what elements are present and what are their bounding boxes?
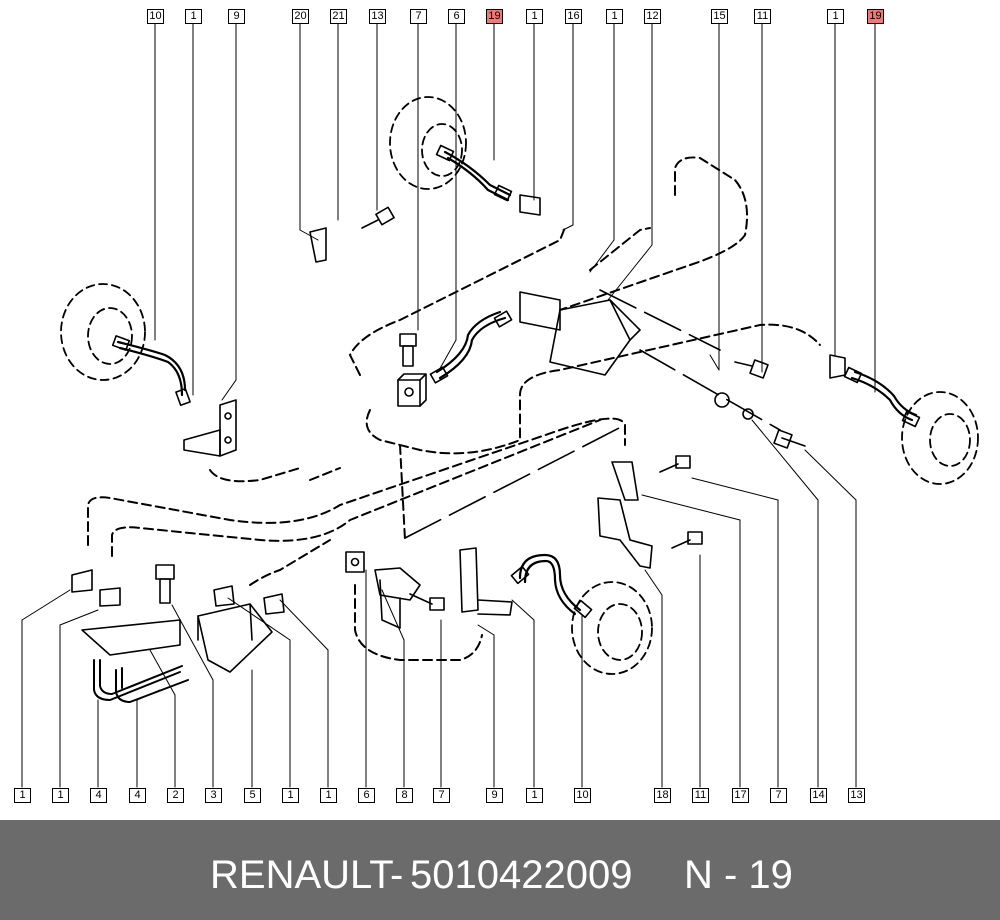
callout-bottom-20: 14 <box>810 788 827 803</box>
callout-top-7: 7 <box>410 9 427 24</box>
callout-top-10: 1 <box>526 9 543 24</box>
fittings <box>111 144 921 619</box>
brake-line-drawing <box>21 23 979 788</box>
callout-top-5: 21 <box>330 9 347 24</box>
callout-top-14: 15 <box>711 9 728 24</box>
brand-name: RENAULT <box>210 853 394 897</box>
callout-top-11: 16 <box>565 9 582 24</box>
callout-top-13: 12 <box>644 9 661 24</box>
part-number: 5010422009 <box>410 853 633 897</box>
callout-top-8: 6 <box>448 9 465 24</box>
position-label: N - 19 <box>684 853 793 897</box>
callout-bottom-6: 3 <box>205 788 222 803</box>
callout-bottom-7: 5 <box>244 788 261 803</box>
callout-bottom-1: 1 <box>14 788 31 803</box>
brackets <box>71 194 846 673</box>
callout-bottom-9: 1 <box>320 788 337 803</box>
callout-bottom-14: 1 <box>526 788 543 803</box>
brand-separator: - <box>390 853 404 897</box>
callout-bottom-21: 13 <box>848 788 865 803</box>
callout-top-17: 19 <box>867 9 884 24</box>
callout-top-15: 11 <box>754 9 771 24</box>
callout-top-6: 13 <box>369 9 386 24</box>
flex-hoses <box>116 150 918 616</box>
callout-bottom-15: 10 <box>574 788 591 803</box>
callout-bottom-16: 18 <box>654 788 671 803</box>
callout-top-3: 9 <box>228 9 245 24</box>
callout-bottom-11: 8 <box>396 788 413 803</box>
rigid-lines <box>93 659 189 703</box>
footer-bar: RENAULT - 5010422009 N - 19 <box>0 820 1000 920</box>
callout-top-4: 20 <box>292 9 309 24</box>
callout-bottom-2: 1 <box>52 788 69 803</box>
callout-bottom-13: 9 <box>486 788 503 803</box>
callout-top-9: 19 <box>486 9 503 24</box>
callout-top-12: 1 <box>606 9 623 24</box>
callout-bottom-10: 6 <box>358 788 375 803</box>
callout-top-1: 10 <box>147 9 164 24</box>
callout-top-2: 1 <box>185 9 202 24</box>
callout-bottom-5: 2 <box>167 788 184 803</box>
callout-top-16: 1 <box>827 9 844 24</box>
wheels <box>60 96 979 675</box>
callout-bottom-19: 7 <box>770 788 787 803</box>
callout-bottom-3: 4 <box>90 788 107 803</box>
leader-lines <box>21 23 876 788</box>
callout-bottom-17: 11 <box>692 788 709 803</box>
brake-pipes <box>87 156 821 661</box>
callout-bottom-18: 17 <box>732 788 749 803</box>
callout-bottom-4: 4 <box>129 788 146 803</box>
callout-bottom-12: 7 <box>433 788 450 803</box>
callout-bottom-8: 1 <box>282 788 299 803</box>
